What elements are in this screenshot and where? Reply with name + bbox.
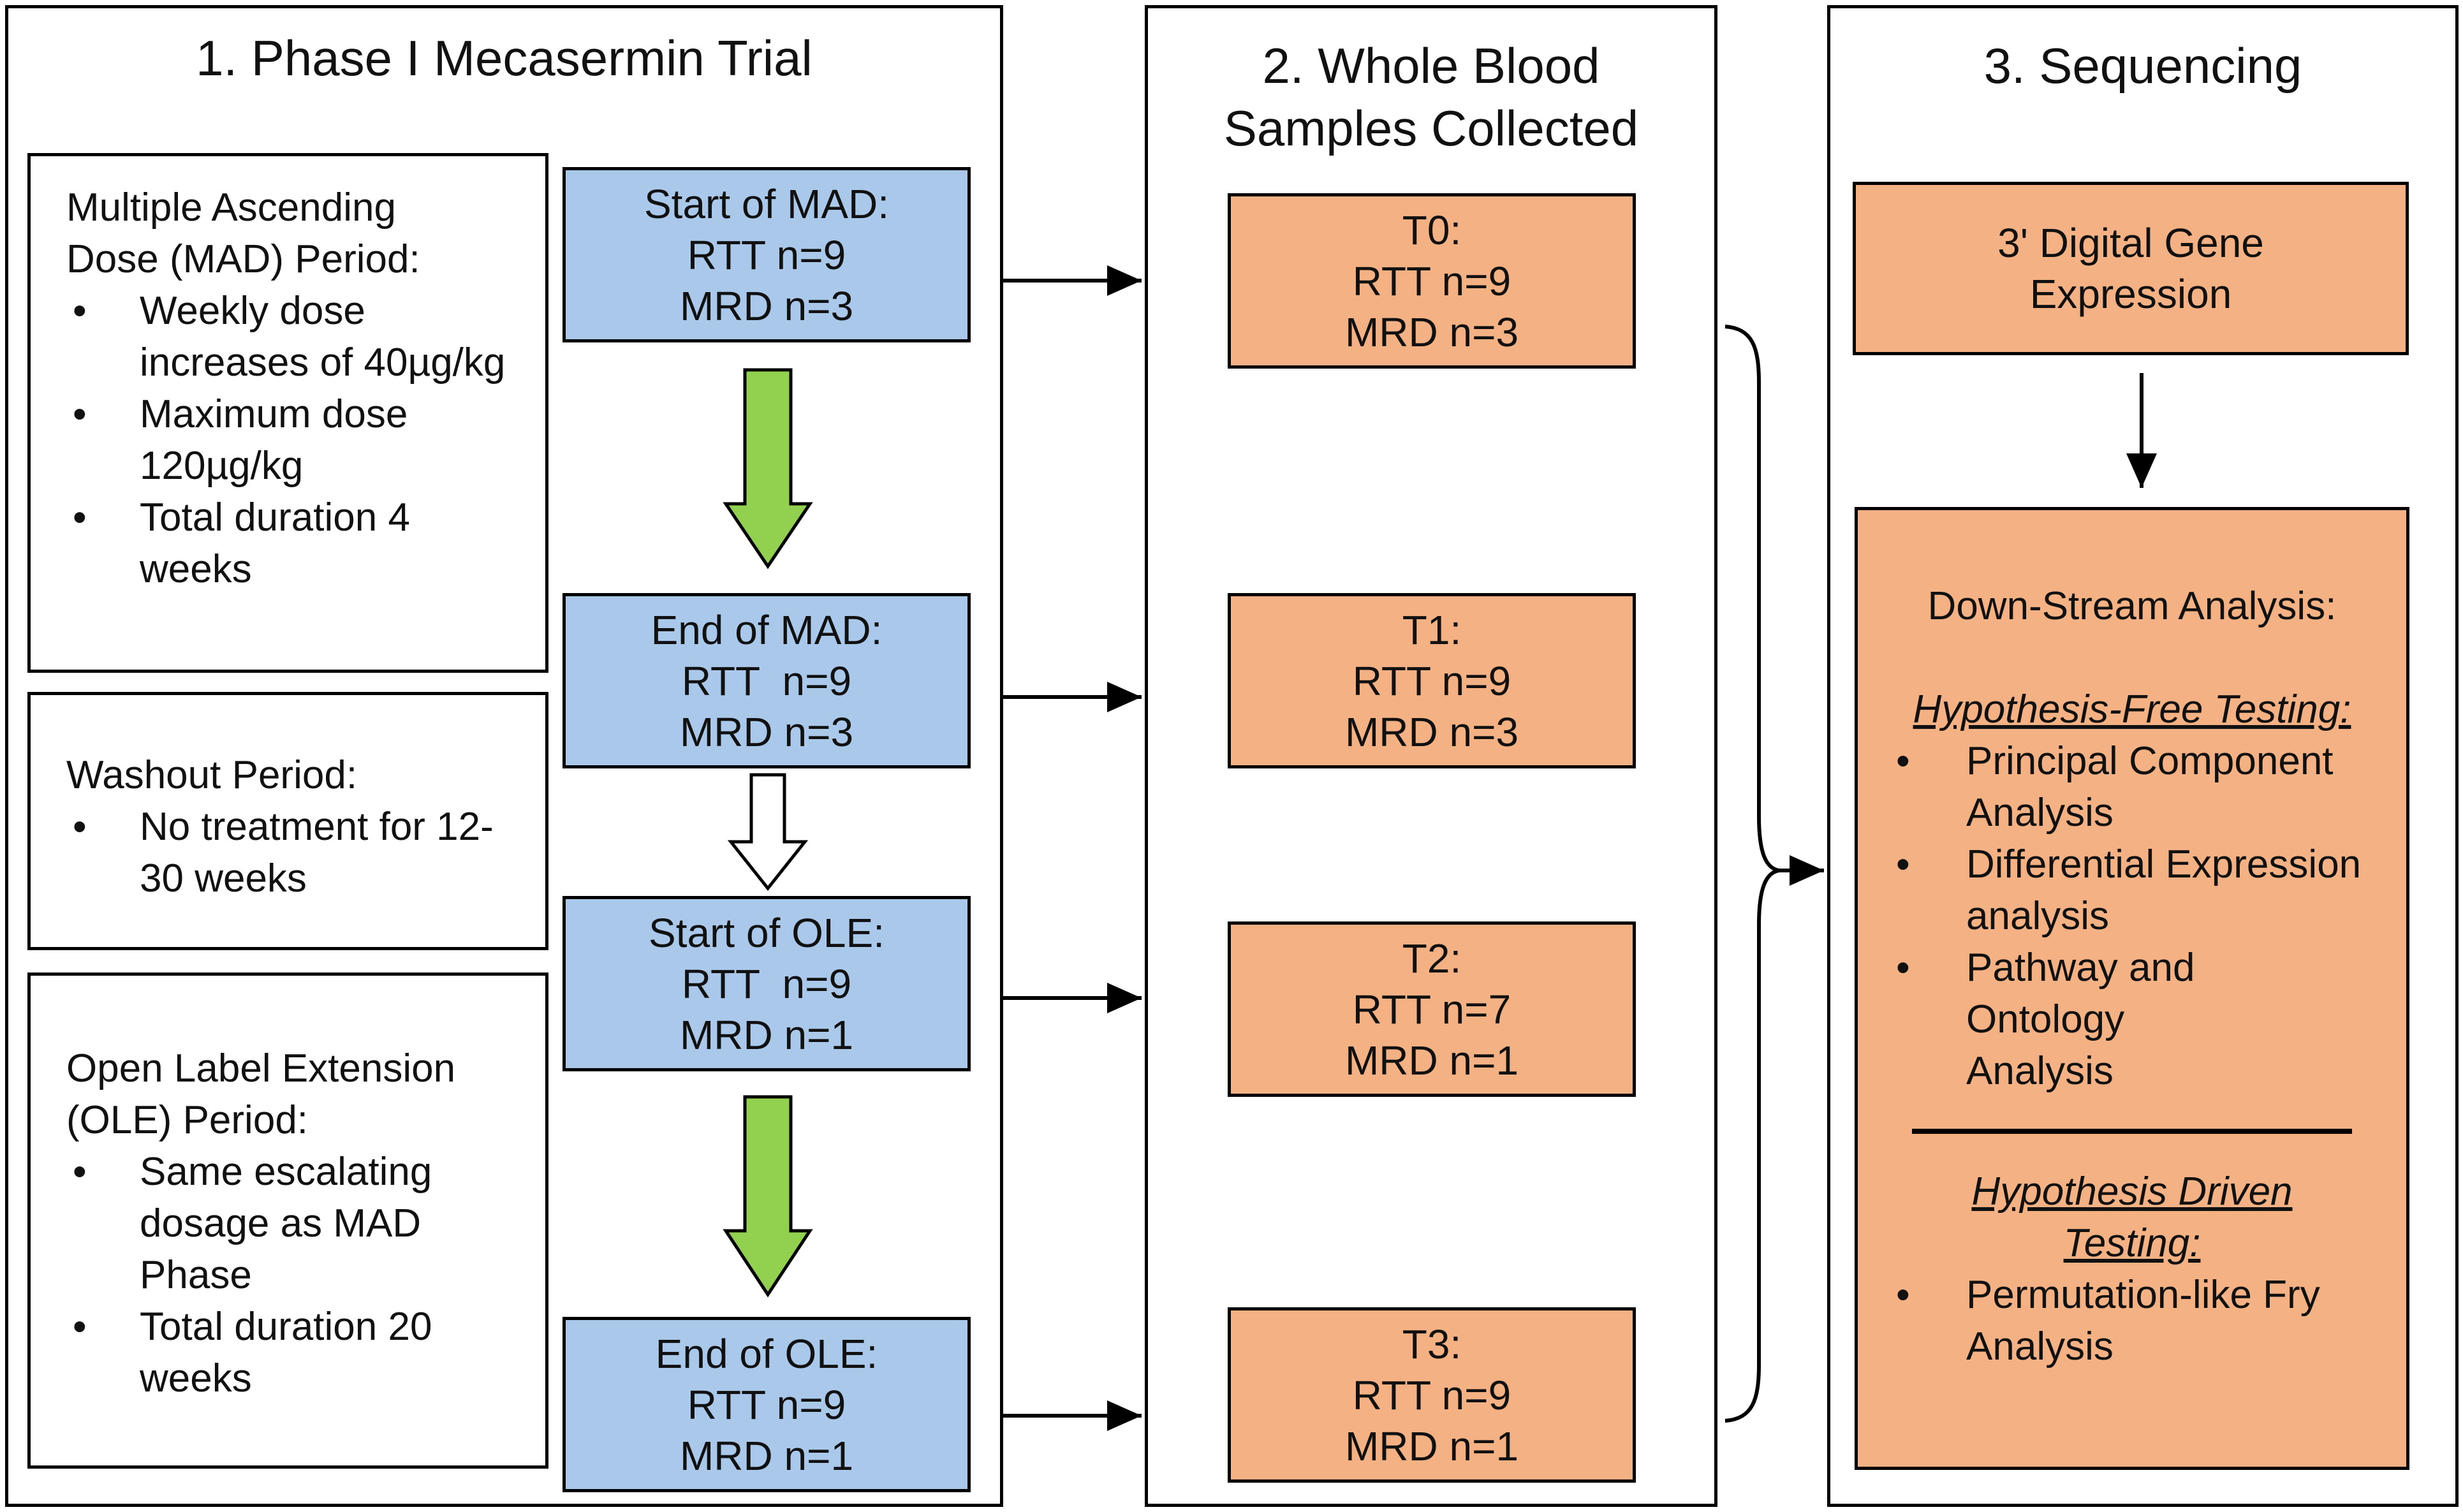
stage-box-start-mad: Start of MAD: RTT n=9 MRD n=3 xyxy=(562,167,971,342)
stage-box-start-ole: Start of OLE: RTT n=9 MRD n=1 xyxy=(562,896,971,1071)
panel-title: Samples Collected xyxy=(1223,100,1639,156)
stage-label: End of OLE: xyxy=(655,1330,878,1377)
stage-box-end-mad: End of MAD: RTT n=9 MRD n=3 xyxy=(562,593,971,768)
mrd-count: MRD n=1 xyxy=(1344,1037,1519,1083)
rtt-count: RTT n=9 xyxy=(681,960,852,1007)
section-divider xyxy=(1912,1129,2352,1134)
mad-period-note: Multiple Ascending Dose (MAD) Period: We… xyxy=(27,153,548,673)
panel-title: 3. Sequencing xyxy=(1983,38,2302,94)
bullet-list: Principal Component Analysis Differentia… xyxy=(1858,735,2406,1097)
washout-down-arrow xyxy=(727,773,809,892)
list-item: Total duration 20 weeks xyxy=(66,1301,520,1404)
mrd-count: MRD n=1 xyxy=(679,1432,854,1479)
ole-period-note: Open Label Extension (OLE) Period: Same … xyxy=(27,973,548,1469)
green-down-arrow xyxy=(723,368,813,569)
note-heading: (OLE) Period: xyxy=(66,1098,309,1142)
green-down-arrow xyxy=(723,1095,813,1298)
bullet-list: Permutation-like Fry Analysis xyxy=(1858,1269,2406,1372)
stage-label: End of MAD: xyxy=(651,606,883,653)
rtt-count: RTT n=9 xyxy=(1352,258,1511,304)
rtt-count: RTT n=9 xyxy=(1352,657,1511,704)
downstream-analysis-box: Down-Stream Analysis: Hypothesis-Free Te… xyxy=(1855,507,2409,1470)
stage-box-end-ole: End of OLE: RTT n=9 MRD n=1 xyxy=(562,1317,971,1492)
list-item: Maximum dose 120µg/kg xyxy=(66,388,520,492)
list-item: Pathway and Ontology Analysis xyxy=(1858,942,2387,1097)
mrd-count: MRD n=3 xyxy=(679,283,854,329)
timepoint-box-t0: T0: RTT n=9 MRD n=3 xyxy=(1228,193,1636,369)
timepoint-box-t1: T1: RTT n=9 MRD n=3 xyxy=(1228,593,1636,768)
timepoint-box-t3: T3: RTT n=9 MRD n=1 xyxy=(1228,1307,1636,1483)
digital-gene-expression-box: 3' Digital Gene Expression xyxy=(1853,182,2409,355)
timepoint-label: T2: xyxy=(1402,935,1462,981)
curly-brace xyxy=(1724,325,1780,1423)
panel-title: 1. Phase I Mecasermin Trial xyxy=(196,30,812,86)
mrd-count: MRD n=3 xyxy=(679,708,854,755)
hypothesis-driven-heading: Testing: xyxy=(2063,1221,2201,1265)
bullet-list: No treatment for 12-30 weeks xyxy=(66,801,520,904)
stage-label: Start of OLE: xyxy=(649,909,885,956)
note-heading: Multiple Ascending xyxy=(66,186,396,230)
rtt-count: RTT n=7 xyxy=(1352,986,1511,1032)
list-item: Principal Component Analysis xyxy=(1858,735,2387,839)
list-item: Permutation-like Fry Analysis xyxy=(1858,1269,2381,1372)
panel-title: 2. Whole Blood xyxy=(1262,38,1600,94)
mrd-count: MRD n=3 xyxy=(1344,708,1519,755)
timepoint-label: T1: xyxy=(1402,606,1462,653)
list-item: No treatment for 12-30 weeks xyxy=(66,801,520,904)
bullet-list: Weekly dose increases of 40µg/kg Maximum… xyxy=(66,285,520,595)
rtt-count: RTT n=9 xyxy=(681,657,852,704)
hypothesis-driven-heading: Hypothesis Driven xyxy=(1971,1170,2293,1214)
dge-label: 3' Digital Gene xyxy=(1997,220,2264,266)
mrd-count: MRD n=3 xyxy=(1344,309,1519,355)
list-item: Total duration 4 weeks xyxy=(66,492,520,595)
list-item: Differential Expression analysis xyxy=(1858,839,2387,942)
note-heading: Washout Period: xyxy=(66,753,358,797)
mrd-count: MRD n=1 xyxy=(1344,1423,1519,1469)
rtt-count: RTT n=9 xyxy=(687,231,846,278)
stage-label: Start of MAD: xyxy=(643,180,890,227)
bullet-list: Same escalating dosage as MAD Phase Tota… xyxy=(66,1146,520,1404)
hypothesis-free-heading: Hypothesis-Free Testing: xyxy=(1913,687,2351,731)
note-heading: Open Label Extension xyxy=(66,1046,456,1090)
dge-label: Expression xyxy=(2029,271,2232,317)
washout-period-note: Washout Period: No treatment for 12-30 w… xyxy=(27,692,548,950)
analysis-heading: Down-Stream Analysis: xyxy=(1927,584,2337,628)
timepoint-label: T0: xyxy=(1402,207,1462,253)
timepoint-box-t2: T2: RTT n=7 MRD n=1 xyxy=(1228,921,1636,1097)
mrd-count: MRD n=1 xyxy=(679,1011,854,1058)
note-heading: Dose (MAD) Period: xyxy=(66,237,420,281)
list-item: Weekly dose increases of 40µg/kg xyxy=(66,285,520,388)
timepoint-label: T3: xyxy=(1402,1321,1462,1367)
rtt-count: RTT n=9 xyxy=(687,1381,846,1428)
list-item: Same escalating dosage as MAD Phase xyxy=(66,1146,520,1301)
rtt-count: RTT n=9 xyxy=(1352,1372,1511,1418)
